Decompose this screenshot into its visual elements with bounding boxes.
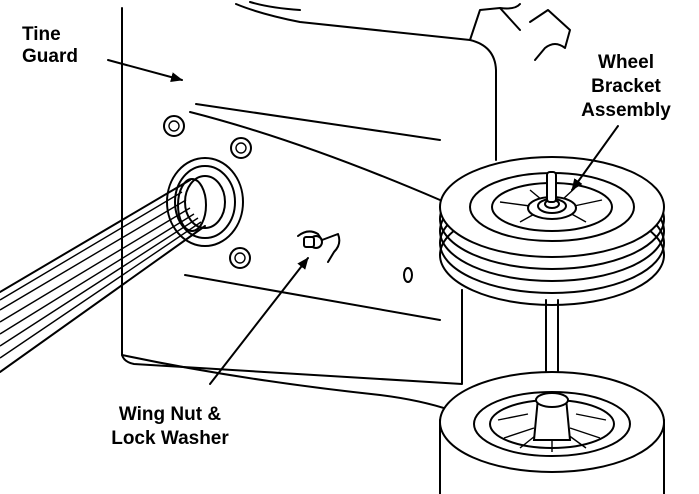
label-tine-guard: Tine Guard [22, 24, 78, 67]
label-tine-guard-line1: Tine [22, 24, 61, 45]
leader-wheel-bracket [571, 125, 619, 191]
leader-wing-nut [209, 257, 309, 385]
ribbed-shaft [0, 178, 207, 373]
lower-wheel [439, 371, 665, 494]
small-hole [403, 267, 413, 283]
label-wheel-bracket: Wheel Bracket Assembly [581, 52, 671, 121]
tine-guard-plate [121, 1, 571, 411]
bolt-upper-left [163, 115, 185, 137]
shaft-collar [166, 157, 244, 247]
label-wheel-bracket-line2: Bracket [591, 76, 661, 97]
label-wing-nut-line2: Lock Washer [111, 428, 229, 449]
label-wing-nut: Wing Nut & Lock Washer [111, 404, 229, 449]
bolt-upper-right [230, 137, 252, 159]
label-wing-nut-line1: Wing Nut & [119, 404, 221, 425]
label-wheel-bracket-line1: Wheel [598, 52, 654, 73]
label-wheel-bracket-line3: Assembly [581, 100, 671, 121]
leader-tine-guard [107, 59, 183, 82]
wing-nut [297, 230, 341, 263]
label-tine-guard-line2: Guard [22, 46, 78, 67]
upper-wheel [439, 156, 665, 306]
bolt-lower [229, 247, 251, 269]
